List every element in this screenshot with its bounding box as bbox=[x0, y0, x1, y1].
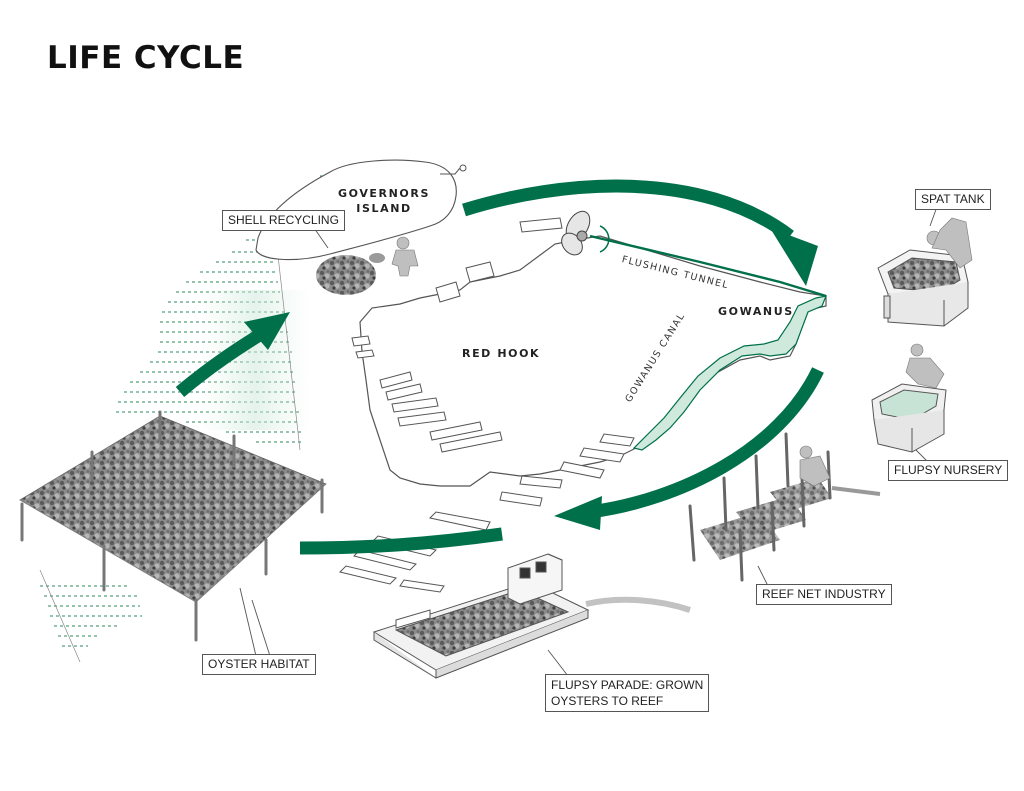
water-edge bbox=[275, 237, 301, 451]
shell-bucket bbox=[369, 253, 385, 263]
propeller-icon bbox=[561, 210, 610, 256]
gowanus-label: GOWANUS bbox=[718, 305, 794, 318]
island-pier bbox=[440, 167, 461, 175]
boat-icon bbox=[372, 553, 691, 679]
callout-flupsy-nursery: FLUPSY NURSERY bbox=[888, 460, 1009, 481]
nursery-tank bbox=[871, 383, 947, 453]
governors-island-line2: ISLAND bbox=[356, 202, 412, 215]
water-edge-lower bbox=[39, 569, 81, 663]
worker-icon bbox=[926, 217, 973, 269]
red-hook-piers bbox=[351, 217, 563, 453]
governors-island-outline bbox=[255, 159, 457, 261]
shell-pile-icon bbox=[316, 255, 376, 295]
gowanus-canal bbox=[632, 295, 827, 451]
flupsy-parade-line1: FLUPSY PARADE: GROWN bbox=[551, 678, 704, 692]
callout-oyster-habitat: OYSTER HABITAT bbox=[202, 654, 316, 675]
island-buoy bbox=[459, 164, 467, 172]
callout-shell-recycling: SHELL RECYCLING bbox=[222, 210, 345, 231]
arrow-harbor-to-habitat bbox=[299, 527, 503, 555]
governors-island-label: GOVERNORS ISLAND bbox=[336, 186, 432, 216]
arrow-habitat-to-island bbox=[175, 312, 290, 397]
worker-icon bbox=[391, 236, 419, 277]
governors-island-line1: GOVERNORS bbox=[338, 187, 430, 200]
worker-icon bbox=[905, 343, 945, 389]
arrow-island-to-gowanus bbox=[462, 179, 818, 286]
reef-net-poles bbox=[688, 432, 881, 582]
flupsy-parade-line2: OYSTERS TO REEF bbox=[551, 694, 664, 708]
callout-spat-tank: SPAT TANK bbox=[915, 189, 991, 210]
worker-icon bbox=[799, 445, 831, 487]
callout-flupsy-parade: FLUPSY PARADE: GROWN OYSTERS TO REEF bbox=[545, 674, 710, 712]
arrow-gowanus-to-harbor bbox=[554, 367, 824, 530]
callout-reef-net-industry: REEF NET INDUSTRY bbox=[756, 584, 892, 605]
flushing-tunnel bbox=[589, 234, 827, 298]
pole-icon bbox=[20, 410, 324, 642]
page-title: LIFE CYCLE bbox=[47, 40, 245, 76]
tank-icon bbox=[877, 249, 969, 327]
red-hook-label: RED HOOK bbox=[462, 347, 541, 360]
water-lines-lower bbox=[40, 585, 142, 647]
oyster-habitat-reef bbox=[19, 410, 327, 642]
